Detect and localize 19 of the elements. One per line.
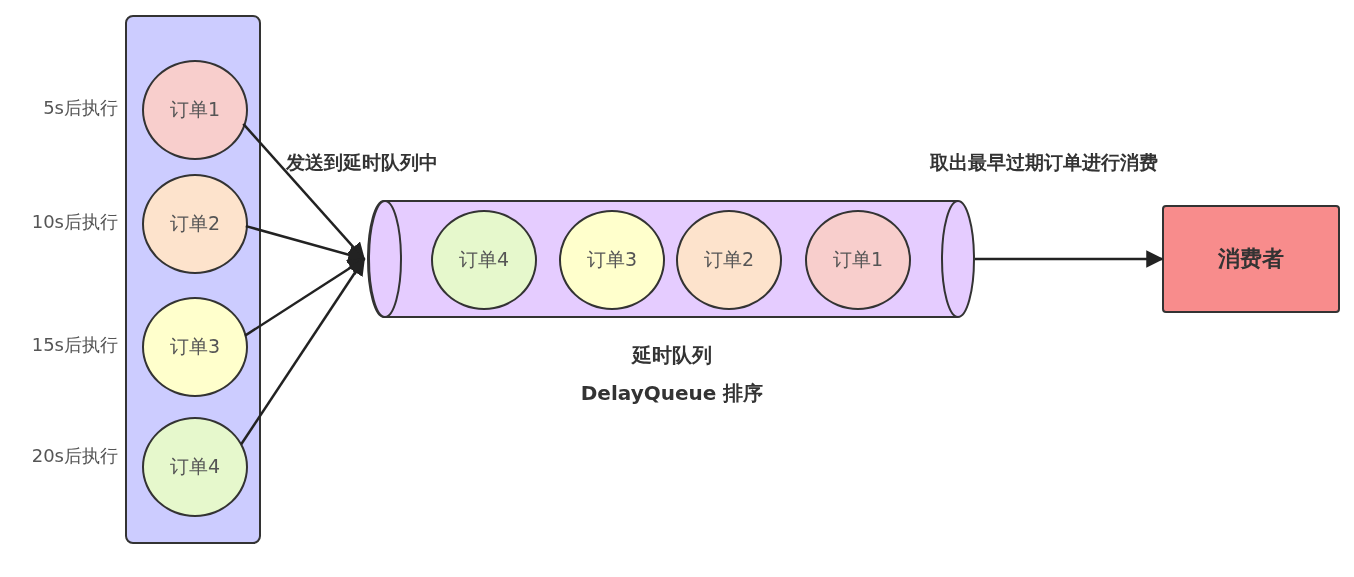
delay-label: 20s后执行 [30, 444, 118, 468]
arrow [244, 257, 366, 337]
order-circle: 订单2 [142, 174, 248, 274]
delay-label: 10s后执行 [30, 210, 118, 234]
flow-note: 取出最早过期订单进行消费 [930, 150, 1158, 175]
order-circle: 订单3 [142, 297, 248, 397]
queue-caption: DelayQueue 排序 [579, 380, 765, 407]
queue-caption: 延时队列 [630, 342, 713, 369]
panel-box [125, 15, 261, 544]
flow-note: 发送到延时队列中 [286, 150, 438, 175]
arrow [240, 257, 366, 445]
consumer-box: 消费者 [1162, 205, 1340, 313]
delay-label: 15s后执行 [30, 333, 118, 357]
arrow [245, 224, 366, 264]
arrow [242, 123, 366, 261]
order-circle: 订单1 [142, 60, 248, 160]
arrow [975, 250, 1164, 268]
delay-label: 5s后执行 [42, 96, 118, 120]
order-circle: 订单4 [142, 417, 248, 517]
